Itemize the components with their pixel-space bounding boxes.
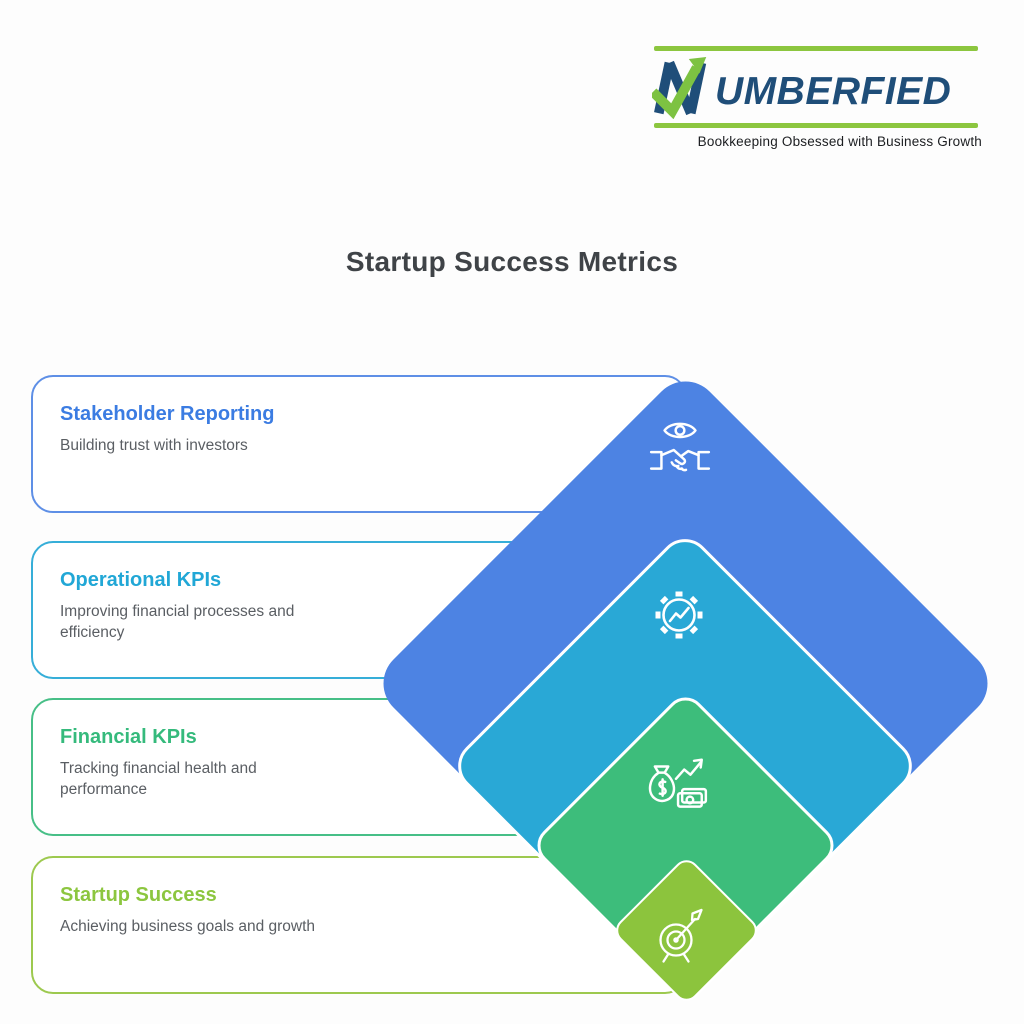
money-growth-icon xyxy=(641,752,711,818)
card-title: Startup Success xyxy=(60,884,217,906)
page-title: Startup Success Metrics xyxy=(345,246,679,277)
numberfied-n-arrow-icon xyxy=(649,57,714,120)
logo-bottom-bar xyxy=(654,123,978,128)
card-description: Building trust with investors xyxy=(60,437,248,454)
target-dart-icon xyxy=(649,906,709,966)
card-title: Operational KPIs xyxy=(60,569,222,591)
card-description: Improving financial processes and effici… xyxy=(60,603,295,641)
logo-wordmark: UMBERFIED xyxy=(715,69,952,113)
card-title: Stakeholder Reporting xyxy=(60,403,275,425)
card-title: Financial KPIs xyxy=(60,726,197,748)
logo-top-bar xyxy=(654,46,978,51)
card-description: Tracking financial health and performanc… xyxy=(60,760,257,798)
logo-tagline: Bookkeeping Obsessed with Business Growt… xyxy=(697,134,982,149)
card-description: Achieving business goals and growth xyxy=(60,918,316,935)
brand-logo: UMBERFIED Bookkeeping Obsessed with Busi… xyxy=(649,46,984,149)
eye-handshake-icon xyxy=(647,416,713,482)
gear-chart-icon xyxy=(647,583,711,647)
